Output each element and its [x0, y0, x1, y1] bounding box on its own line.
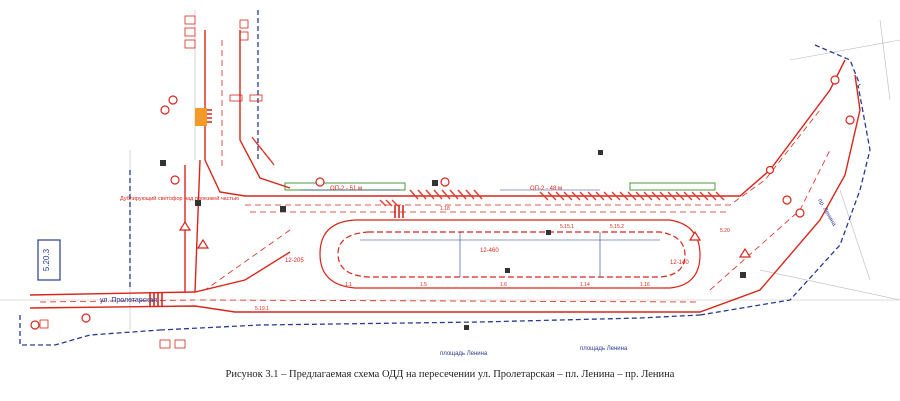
marking-code: 1.1 [345, 282, 352, 288]
dim-w2: 12-205 [285, 258, 304, 264]
note-signal: Дублирующий светофор над проезжей частью [120, 195, 239, 202]
sign-posts [160, 150, 746, 330]
road-edges [29, 30, 861, 313]
marking-code: 5.19.1 [255, 306, 269, 312]
sign-5-20-3-label: 5.20.3 [42, 248, 51, 271]
sign-5-20-3: 5.20.3 [37, 239, 61, 281]
dim-w1: 12-460 [480, 248, 499, 254]
street-proletarskaya: ул. Пролетарская [100, 297, 157, 304]
street-lenin-square-top: площадь Ленина [580, 346, 628, 352]
dim-lane-a: ОП-2 - 51 м [330, 186, 362, 192]
road-signs [30, 75, 855, 330]
marking-code: 1.6 [500, 282, 507, 288]
marking-code: 1.14 [580, 282, 590, 288]
marking-codes: 1.1 1.5 1.6 1.14 1.16 1.18 5.15.1 5.15.2… [255, 206, 730, 312]
marking-code: 1.18 [440, 206, 450, 212]
background-lines [0, 10, 900, 330]
street-lenin-square-bottom: площадь Ленина [440, 351, 488, 357]
dim-w3: 12-140 [670, 260, 689, 266]
sign-stacks [39, 15, 263, 349]
dim-lane-b: ОП-2 - 48 м [530, 186, 562, 192]
street-lenin-prospect: пр. Ленина [816, 198, 837, 228]
boundary-line [19, 10, 871, 346]
central-island [319, 219, 701, 289]
orange-crossing-block [195, 108, 207, 126]
dimension-lines [300, 189, 660, 277]
hatched-area [251, 136, 725, 207]
marking-code: 5.15.1 [560, 224, 574, 230]
marking-code: 5.15.2 [610, 224, 624, 230]
lane-markings [39, 40, 831, 303]
marking-code: 5.20 [720, 228, 730, 234]
marking-code: 1.5 [420, 282, 427, 288]
figure-caption: Рисунок 3.1 – Предлагаемая схема ОДД на … [225, 369, 675, 380]
marking-code: 1.16 [640, 282, 650, 288]
